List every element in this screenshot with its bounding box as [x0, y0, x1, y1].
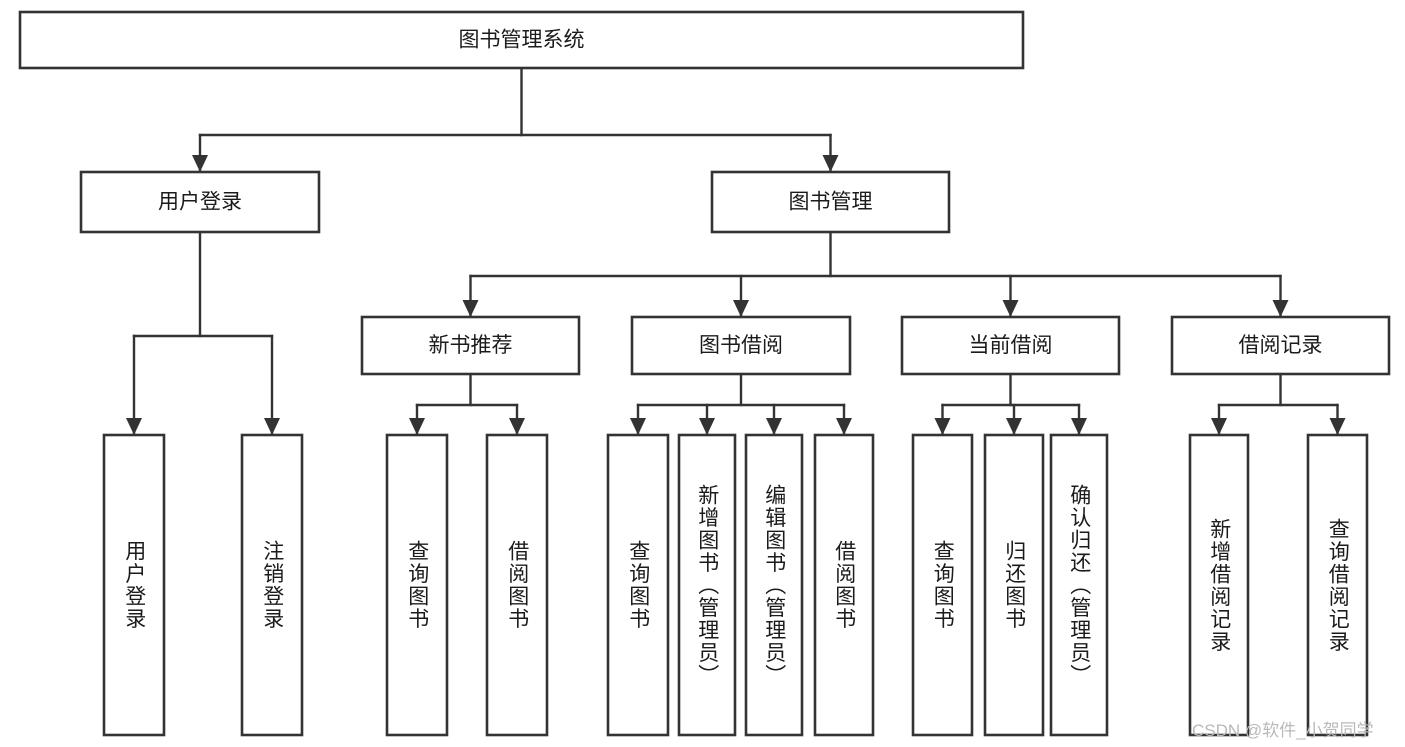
node-box-leaf-11[interactable]	[1188, 433, 1250, 737]
node-box-leaf-7[interactable]	[813, 433, 875, 737]
arrow-head-icon-mgmt-1	[733, 300, 749, 317]
arrow-head-icon-l3-1-1	[699, 418, 715, 435]
node-box-leaf-8[interactable]	[911, 433, 974, 737]
node-label-level3-0: 新书推荐	[429, 334, 513, 357]
arrow-head-icon-mgmt-2	[1002, 300, 1019, 317]
node-box-leaf-0[interactable]	[102, 433, 166, 737]
arrow-head-icon-l3-1-0	[630, 418, 646, 435]
csdn-watermark: CSDN @软件_小贺同学	[1192, 721, 1374, 740]
node-label-level3-3: 借阅记录	[1239, 334, 1323, 357]
arrow-head-icon-l3-0-0	[409, 418, 425, 435]
node-box-leaf-3[interactable]	[485, 433, 549, 737]
boxes-layer	[18, 10, 1391, 737]
arrow-head-icon-l3-2-2	[1071, 418, 1087, 435]
node-box-leaf-6[interactable]	[744, 433, 804, 737]
node-box-root[interactable]	[18, 10, 1025, 70]
arrow-head-icon-l3-2-0	[934, 418, 951, 435]
node-label-root: 图书管理系统	[459, 29, 585, 52]
arrow-head-icon-l3-1-2	[766, 418, 782, 435]
arrow-head-icon-l3-3-1	[1329, 418, 1346, 435]
arrow-head-icon-root-1	[822, 155, 839, 172]
node-label-level2-1: 图书管理	[789, 191, 873, 214]
node-label-level3-2: 当前借阅	[969, 334, 1053, 357]
arrow-head-icon-l3-3-0	[1211, 418, 1227, 435]
node-box-leaf-9[interactable]	[983, 433, 1045, 737]
node-box-leaf-5[interactable]	[677, 433, 737, 737]
node-box-leaf-1[interactable]	[240, 433, 304, 737]
node-box-level2-0[interactable]	[79, 170, 321, 234]
arrow-head-icon-login-1	[264, 418, 280, 435]
node-box-level3-3[interactable]	[1170, 315, 1391, 376]
arrow-head-icon-root-0	[192, 155, 208, 172]
node-label-level2-0: 用户登录	[158, 191, 242, 214]
arrow-head-icon-l3-0-1	[509, 418, 525, 435]
node-box-level3-2[interactable]	[900, 315, 1121, 376]
arrow-head-icon-l3-1-3	[836, 418, 852, 435]
node-box-leaf-10[interactable]	[1049, 433, 1109, 737]
node-label-level3-1: 图书借阅	[699, 334, 783, 357]
node-box-level3-1[interactable]	[630, 315, 852, 376]
node-box-leaf-12[interactable]	[1306, 433, 1369, 737]
node-box-level2-1[interactable]	[710, 170, 951, 234]
node-box-leaf-2[interactable]	[385, 433, 449, 737]
node-box-level3-0[interactable]	[360, 315, 581, 376]
node-box-leaf-4[interactable]	[606, 433, 670, 737]
arrow-head-icon-l3-2-1	[1006, 418, 1022, 435]
arrow-head-icon-mgmt-0	[462, 300, 479, 317]
arrow-head-icon-mgmt-3	[1272, 300, 1289, 317]
arrow-head-icon-login-0	[126, 418, 142, 435]
connectors-layer	[126, 66, 1346, 435]
